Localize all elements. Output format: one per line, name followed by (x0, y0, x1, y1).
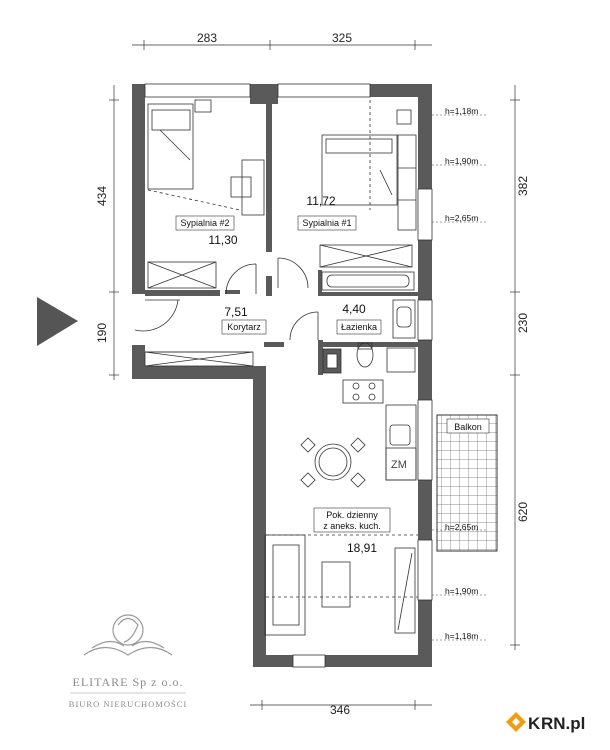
height-label-5: h=1,90m (445, 586, 478, 596)
outer-walls (132, 84, 432, 667)
kitchen (322, 348, 417, 481)
dimension-lines (109, 40, 520, 710)
balcony-label: Balkon (454, 422, 482, 432)
bedroom1-area: 11,72 (306, 194, 335, 208)
height-label-4: h=2,65m (445, 522, 478, 532)
bedroom1-label-box (297, 215, 357, 231)
corridor-label-box (221, 319, 267, 335)
bedroom2-label-box (175, 215, 235, 231)
height-label-1: h=1,18m (445, 106, 478, 116)
living-furniture (264, 534, 418, 636)
height-label-2: h=1,90m (445, 156, 478, 166)
living-label-box (313, 507, 391, 533)
height-label-3: h=2,65m (445, 213, 478, 223)
bedroom2-furniture (147, 99, 265, 289)
dim-left-upper: 434 (95, 186, 109, 206)
dim-bottom: 346 (330, 703, 350, 717)
height-leaders (432, 114, 488, 641)
living-name-line1: Pok. dzienny (326, 510, 378, 520)
dim-right-upper: 382 (516, 176, 530, 196)
bedroom2-area: 11,30 (208, 233, 237, 247)
dim-top-left: 283 (197, 31, 217, 45)
elitare-logo-icon (83, 614, 173, 656)
dining-table (300, 437, 366, 488)
bedroom1-name: Sypialnia #1 (302, 218, 351, 228)
living-name-line2: z aneks. kuch. (323, 521, 381, 531)
entrance-arrow-icon (37, 297, 78, 346)
dim-right-lower: 620 (516, 502, 530, 522)
height-label-6: h=1,18m (445, 631, 478, 641)
krn-k: K (528, 714, 541, 733)
bedroom2-name: Sypialnia #2 (180, 218, 229, 228)
bathroom-name: Łazienka (341, 322, 377, 332)
windows (144, 83, 433, 668)
balcony (436, 414, 498, 552)
living-area: 18,91 (347, 541, 377, 555)
dim-right-middle: 230 (516, 313, 530, 333)
interior-walls (145, 97, 418, 375)
dim-left-lower: 190 (95, 323, 109, 343)
bathroom-area: 4,40 (342, 302, 366, 316)
bathroom-fixtures (321, 271, 416, 373)
company-tagline: BIURO NIERUCHOMOŚCI (69, 699, 187, 709)
corridor-area: 7,51 (224, 305, 248, 319)
company-name: ELITARE Sp z o.o. (72, 675, 183, 689)
corridor-name: Korytarz (227, 322, 261, 332)
dim-top-right: 325 (332, 31, 352, 45)
krn-logo: K RN.pl (506, 712, 585, 733)
krn-rest: RN.pl (541, 714, 585, 733)
fridge-label: ZM (391, 459, 407, 471)
door-swings (134, 257, 319, 367)
bathroom-label-box (336, 319, 382, 335)
bedroom1-furniture (319, 100, 417, 268)
